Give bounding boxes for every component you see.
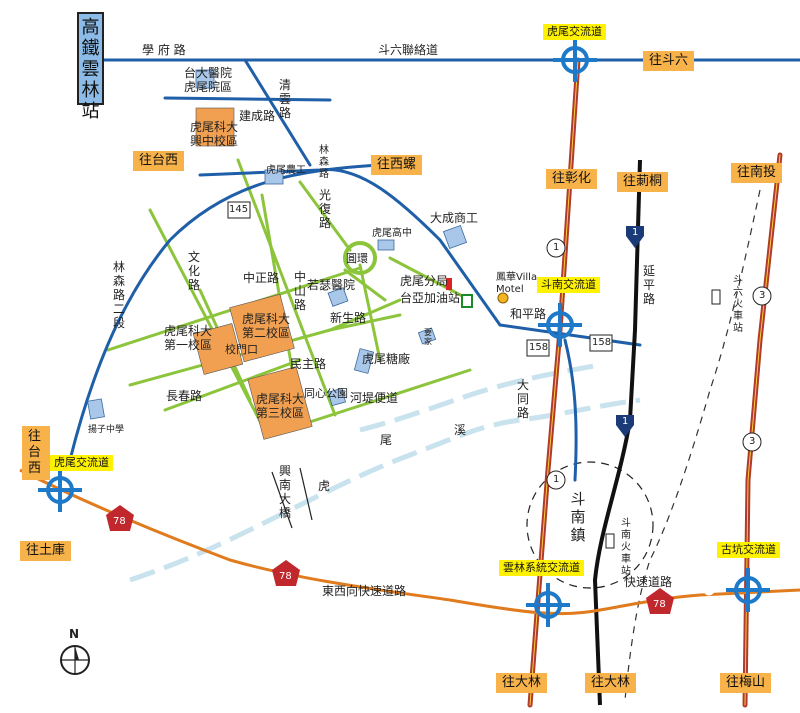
gas-station-marker [461, 294, 473, 308]
road-douliu-connector: 斗六聯絡道 [378, 43, 439, 57]
route-78-b: 78 [279, 571, 292, 582]
place-ntu-hospital: 台大醫院 虎尾院區 [184, 66, 233, 94]
highway-1-a: 1 [632, 227, 639, 238]
road-linsen-east: 林森路 [319, 145, 329, 180]
direction-citong: 往莿桐 [617, 172, 669, 193]
route-1-a: 1 [553, 242, 560, 253]
direction-taixi-top: 往台西 [133, 151, 185, 172]
road-zhongshan: 中山路 [293, 270, 306, 312]
road-linsen: 林森路二段 [112, 260, 125, 330]
interchange-yunlin-label: 雲林系統交流道 [499, 560, 584, 577]
road-expressway: 東西向快速道路 [322, 584, 407, 598]
road-hedi: 河堤便道 [350, 391, 399, 405]
route-145: 145 [229, 204, 249, 215]
interchange-huwei-label: 虎尾交流道 [50, 455, 113, 472]
direction-nantou: 往南投 [731, 163, 783, 184]
place-nfu-campus1: 虎尾科大 第一校區 [164, 324, 213, 352]
road-qingyun: 清雲路 [278, 78, 291, 120]
river-label-a: 尾 [380, 433, 393, 447]
hsr-station-label: 高鐵雲林站 [77, 12, 104, 122]
river-label-b: 溪 [454, 423, 467, 437]
compass-north: N [69, 627, 80, 641]
road-datong: 大同路 [516, 378, 529, 420]
road-xingnan-bridge: 興南大橋 [278, 464, 291, 520]
place-tongxin-park: 同心公園 [304, 387, 348, 400]
dounan-station-box [605, 533, 615, 549]
interchanges [38, 38, 770, 627]
road-xinsheng: 新生路 [330, 311, 367, 325]
interchange-dounan-label: 斗南交流道 [537, 277, 600, 294]
road-wenhua: 文化路 [187, 250, 200, 292]
blue-roads [68, 58, 800, 482]
direction-taixi-left: 往台西 [22, 426, 50, 480]
place-huwei-senior: 虎尾高中 [372, 228, 412, 239]
compass [60, 645, 90, 675]
route-158-b: 158 [592, 337, 612, 348]
roundabout-ring [343, 241, 377, 275]
route-158-a: 158 [529, 342, 549, 353]
road-minzhu: 民主路 [290, 357, 327, 371]
road-xuefu: 學 府 路 [142, 43, 186, 57]
campuses [192, 107, 313, 440]
place-school-gate: 校門口 [225, 343, 258, 356]
place-dounan-station: 斗南火車站 [621, 518, 631, 577]
river [129, 362, 641, 583]
route-3-a: 3 [759, 290, 766, 301]
place-police: 虎尾分局 [400, 274, 449, 288]
place-motel: 鳳華Villa Motel [496, 272, 538, 295]
road-jiancheng: 建成路 [239, 109, 276, 123]
police-marker [446, 278, 452, 290]
direction-meishan: 往梅山 [720, 673, 772, 694]
direction-xiluo: 往西螺 [371, 155, 423, 176]
place-douliu-station: 斗六火車站 [733, 275, 743, 334]
buildings [87, 69, 468, 420]
road-guangfu: 光復路 [318, 188, 331, 230]
place-dacheng: 大成商工 [430, 211, 479, 225]
river-label-c: 虎 [318, 479, 331, 493]
motel-marker [497, 292, 509, 304]
interchange-huwei-top-label: 虎尾交流道 [543, 24, 606, 41]
highway-1-b: 1 [622, 416, 629, 427]
expressway-break [694, 584, 716, 596]
place-nfu-xingzhong: 虎尾科大 興中校區 [190, 120, 239, 148]
place-dounan-town: 斗南鎮 [570, 490, 586, 544]
road-zhongzheng: 中正路 [243, 271, 280, 285]
direction-dalin-1: 往大林 [496, 673, 548, 694]
place-roundabout: 圓環 [346, 252, 368, 265]
green-roads [106, 158, 472, 432]
interchange-gukeng-label: 古坑交流道 [717, 542, 780, 559]
road-yanping: 延平路 [642, 264, 655, 306]
direction-tuku: 往土庫 [20, 541, 72, 562]
direction-dalin-2: 往大林 [585, 673, 637, 694]
place-ruoci-hospital: 若瑟醫院 [307, 278, 356, 292]
xingnan-bridge [271, 467, 313, 529]
road-heping: 和平路 [510, 307, 547, 321]
place-huwei-vocational: 虎尾農工 [266, 165, 306, 176]
direction-zhanghua: 往彰化 [546, 169, 598, 190]
east-dashed-railway [624, 189, 761, 701]
road-expressway-east: 快速道路 [624, 575, 673, 589]
route-shields [106, 201, 772, 614]
route-1-b: 1 [553, 474, 560, 485]
place-sugar-factory: 虎尾糖廠 [362, 352, 411, 366]
place-gas-station: 台亞加油站 [400, 291, 461, 305]
direction-douliu: 往斗六 [643, 51, 695, 72]
route-3-b: 3 [749, 436, 756, 447]
route-78-c: 78 [653, 599, 666, 610]
dounan-town-boundary [526, 461, 654, 589]
douliu-station-box [711, 289, 721, 305]
place-nfu-campus3: 虎尾科大 第三校區 [256, 392, 305, 420]
road-changchun: 長春路 [166, 389, 203, 403]
route-78-a: 78 [113, 516, 126, 527]
place-nfu-campus2: 虎尾科大 第二校區 [242, 312, 291, 340]
place-yangzi-school: 揚子中學 [88, 425, 125, 435]
expressway-78 [19, 468, 800, 616]
place-house-mark: 要 家 [424, 328, 432, 346]
